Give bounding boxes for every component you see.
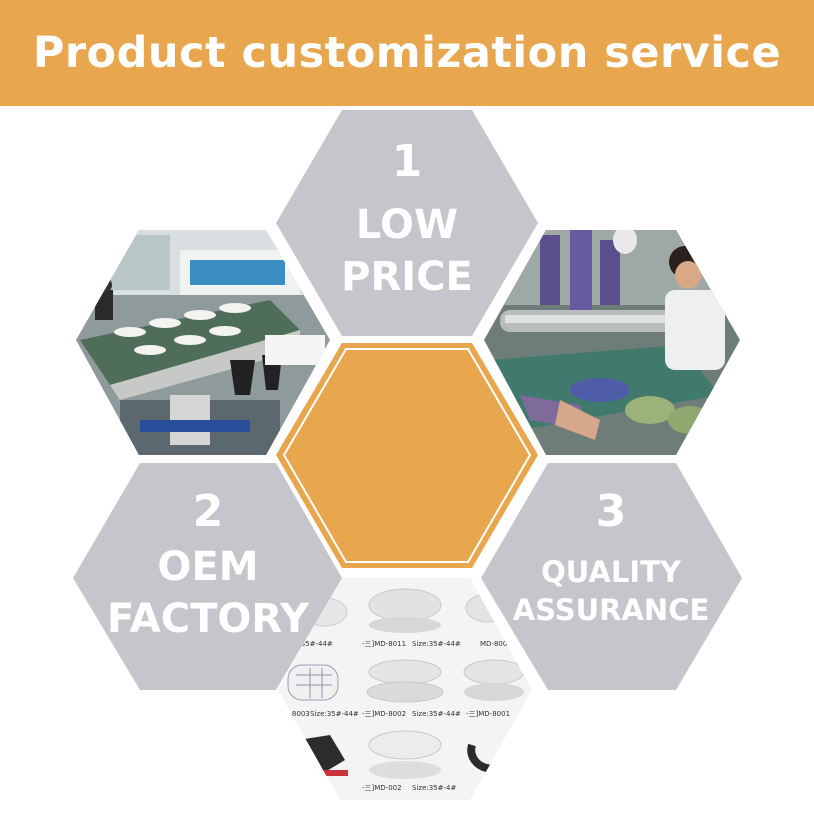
catalog-label: -4#	[292, 784, 305, 792]
hexagon-center	[276, 343, 538, 568]
catalog-label: Size:35#-44#	[412, 640, 461, 648]
catalog-label: D-8003	[284, 710, 310, 718]
catalog-label: Size:35#-44#	[412, 710, 461, 718]
hexagon-center-outline	[282, 348, 532, 563]
feature-1-line2: PRICE	[341, 254, 473, 300]
feature-1-line1: LOW	[355, 202, 459, 248]
feature-3-line1: QUALITY	[541, 555, 681, 589]
hexagon-quality-assurance	[481, 463, 742, 690]
hexagon-low-price	[276, 110, 538, 336]
catalog-label: Size:35#-44#	[284, 640, 333, 648]
feature-1-number: 1	[391, 136, 423, 187]
catalog-label: -三]MD-002	[362, 784, 402, 792]
feature-2-number: 2	[192, 486, 224, 537]
catalog-label: Size:35#-4#	[412, 784, 456, 792]
catalog-label: -三]MD-8001	[466, 710, 510, 718]
feature-3-line2: ASSURANCE	[512, 593, 710, 627]
catalog-label: MD-800	[480, 640, 507, 648]
feature-2-line2: FACTORY	[107, 596, 309, 642]
page-title: Product customization service	[32, 28, 782, 78]
workers-lasting-photo	[484, 230, 740, 455]
catalog-label: -三]MD-8011	[362, 640, 406, 648]
catalog-label: -三]MD-8002	[362, 710, 406, 718]
feature-3-number: 3	[595, 486, 627, 537]
header-banner: Product customization service	[0, 0, 814, 106]
hexagon-oem-factory	[73, 463, 342, 690]
feature-2-line1: OEM	[157, 544, 259, 590]
catalog-label: Size:35#-44#	[310, 710, 359, 718]
